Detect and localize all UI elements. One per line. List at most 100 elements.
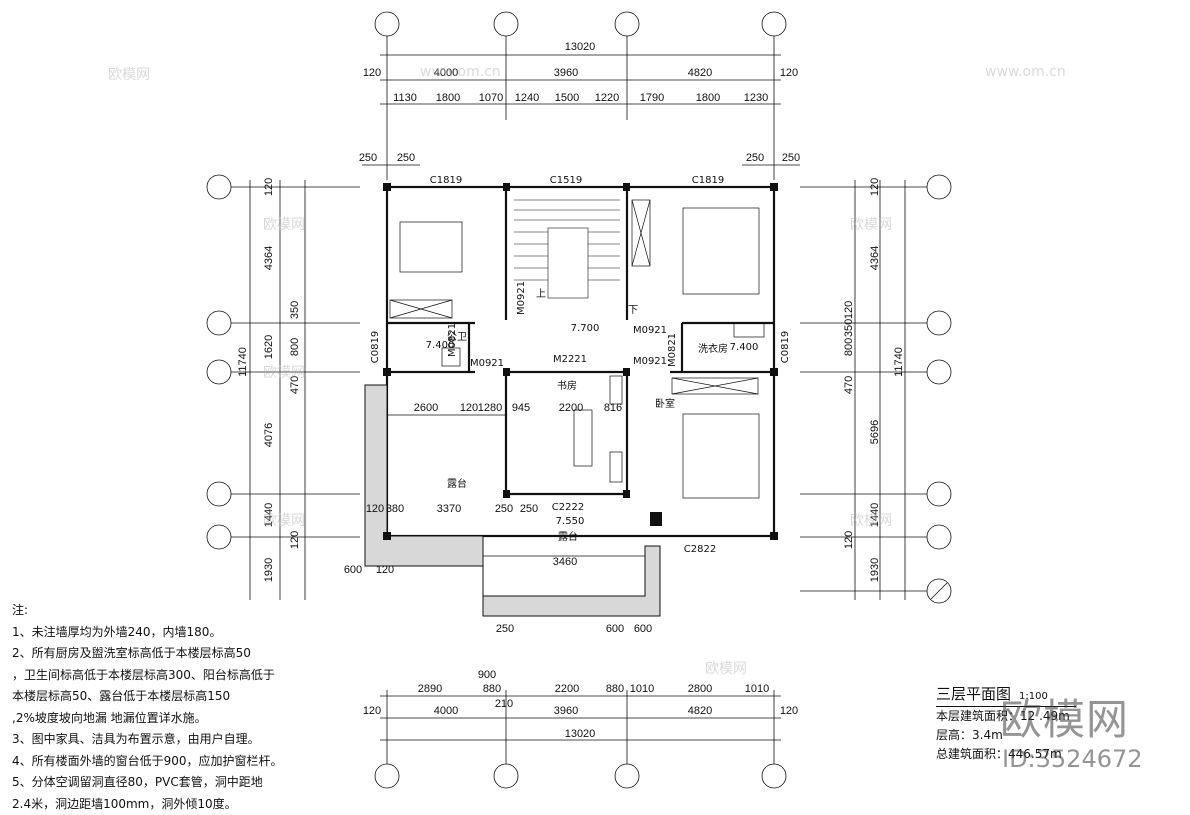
axis-bubble-top-1	[374, 11, 400, 37]
watermark-small: 欧模网	[705, 661, 747, 677]
dim-balcony-1: 380	[386, 503, 404, 515]
dim-wall-tr-a: 250	[746, 152, 764, 164]
window-c2822: C2822	[684, 544, 716, 555]
building-walls	[385, 185, 776, 538]
watermark-small: 欧模网	[263, 365, 305, 381]
dim-right-9: 120	[843, 531, 855, 549]
window-c1519: C1519	[550, 175, 582, 186]
dim-inner-5: 816	[604, 402, 622, 414]
dim-balcony-2: 3370	[437, 503, 461, 515]
dim-right-0: 120	[869, 178, 881, 196]
axis-bubble-top-4	[761, 11, 787, 37]
note-line: 本楼层标高50、露台低于本楼层标高150	[12, 689, 231, 703]
dim-wall-tl-a: 250	[359, 152, 377, 164]
dim-lower-0: 600	[344, 564, 362, 576]
stairs	[514, 199, 620, 299]
pillars	[383, 183, 778, 540]
dim-balcony-0: 120	[366, 503, 384, 515]
dim-left-6: 4076	[263, 423, 275, 447]
note-line: 2、所有厨房及盥洗室标高低于本楼层标高50	[12, 646, 251, 660]
watermark-small: 欧模网	[108, 67, 150, 83]
dim-top-r3-6: 1790	[640, 92, 664, 104]
axis-bubble-top-3	[614, 11, 640, 37]
dim-left-9: 120	[289, 531, 301, 549]
dim-top-r3-5: 1220	[595, 92, 619, 104]
room-public-wc: 公卫	[447, 332, 467, 343]
dim-lower-1: 120	[376, 564, 394, 576]
dim-left-3: 1620	[263, 335, 275, 359]
stair-down-mark: 下	[628, 305, 638, 316]
dim-left-4: 800	[289, 338, 301, 356]
dim-top-r3-4: 1500	[555, 92, 579, 104]
watermark-small: 欧模网	[263, 217, 305, 233]
dim-wall-tr-b: 250	[782, 152, 800, 164]
dim-left-8: 1930	[263, 558, 275, 582]
dim-right-2: 350	[843, 319, 855, 337]
dim-right-7: 1440	[869, 503, 881, 527]
door-m0921-left: M0921	[470, 358, 504, 369]
dim-balcony-3: 250	[495, 503, 513, 515]
dim-top-r3-2: 1070	[479, 92, 503, 104]
window-c0819-right: C0819	[780, 331, 791, 363]
dim-bot-r1-1: 880	[483, 683, 501, 695]
watermark-id: ID:3524672	[1002, 745, 1143, 773]
axis-bubble-top-2	[493, 11, 519, 37]
dim-bot-r1-0: 2890	[418, 683, 442, 695]
axis-bubble-right-3	[926, 359, 952, 385]
dim-balcony-4: 250	[520, 503, 538, 515]
dim-top-r2-1: 4000	[434, 67, 458, 79]
dim-right-3: 800	[843, 338, 855, 356]
dim-inner-1: 120	[460, 402, 478, 414]
dim-left-5: 470	[289, 376, 301, 394]
dim-bot-r1-3: 880	[606, 683, 624, 695]
note-line: ，卫生间标高低于本楼层标高300、阳台标高低于	[12, 667, 275, 682]
total-area: 总建筑面积：446.57m	[936, 747, 1062, 761]
dim-bot-900: 900	[478, 669, 496, 681]
axis-bubble-right-2	[926, 310, 952, 336]
dim-top-r2-4: 120	[780, 67, 798, 79]
axis-bubble-left-3	[206, 359, 232, 385]
drawing-title: 三层平面图	[936, 685, 1012, 703]
level-7550: 7.550	[556, 516, 585, 527]
door-m0821-right: M0821	[667, 333, 678, 367]
axis-bubble-bottom-4	[761, 763, 787, 789]
dim-left-0: 120	[263, 178, 275, 196]
dim-right-total: 11740	[893, 347, 905, 377]
dim-bot-r2-0: 120	[363, 705, 381, 717]
note-line: 3、图中家具、洁具为布置示意，由用户自理。	[12, 732, 260, 746]
dim-wall-tl-b: 250	[397, 152, 415, 164]
dim-inner-4: 2200	[559, 402, 583, 414]
watermark-url: www.om.cn	[420, 64, 501, 80]
dim-inner-2: 1280	[478, 402, 502, 414]
dim-lower-small-1: 600	[606, 623, 624, 635]
dim-top-r2-0: 120	[363, 67, 381, 79]
axis-bubble-left-1	[206, 174, 232, 200]
dim-top-r2-2: 3960	[554, 67, 578, 79]
watermark-brand: 欧模网	[1000, 695, 1130, 744]
furniture	[389, 199, 765, 483]
window-c1819-right: C1819	[692, 175, 724, 186]
dim-bot-r1-5: 2800	[688, 683, 712, 695]
dim-bot-r2-1: 4000	[434, 705, 458, 717]
axis-bubble-left-2	[206, 310, 232, 336]
dim-left-1: 4364	[263, 246, 275, 270]
note-line: 1、未注墙厚均为外墙240，内墙180。	[12, 624, 222, 639]
dim-top-r3-8: 1230	[744, 92, 768, 104]
dim-left-7: 1440	[263, 503, 275, 527]
watermark-small: 欧模网	[850, 217, 892, 233]
dim-total-bottom: 13020	[565, 728, 596, 740]
axis-bubble-left-5	[206, 524, 232, 550]
dim-inner-3: 945	[512, 402, 530, 414]
axis-bubble-right-5	[926, 524, 952, 550]
window-c2222: C2222	[552, 502, 584, 513]
dim-top-r3-7: 1800	[696, 92, 720, 104]
note-line: 4、所有楼面外墙的窗台低于900，应加护窗栏杆。	[12, 753, 283, 768]
dim-left-total: 11740	[237, 347, 249, 377]
dim-left-2: 350	[289, 301, 301, 319]
door-m0921-top: M0921	[633, 325, 667, 336]
window-c0819-left: C0819	[370, 331, 381, 363]
level-7700: 7.700	[571, 323, 600, 334]
dim-inner-0: 2600	[414, 402, 438, 414]
